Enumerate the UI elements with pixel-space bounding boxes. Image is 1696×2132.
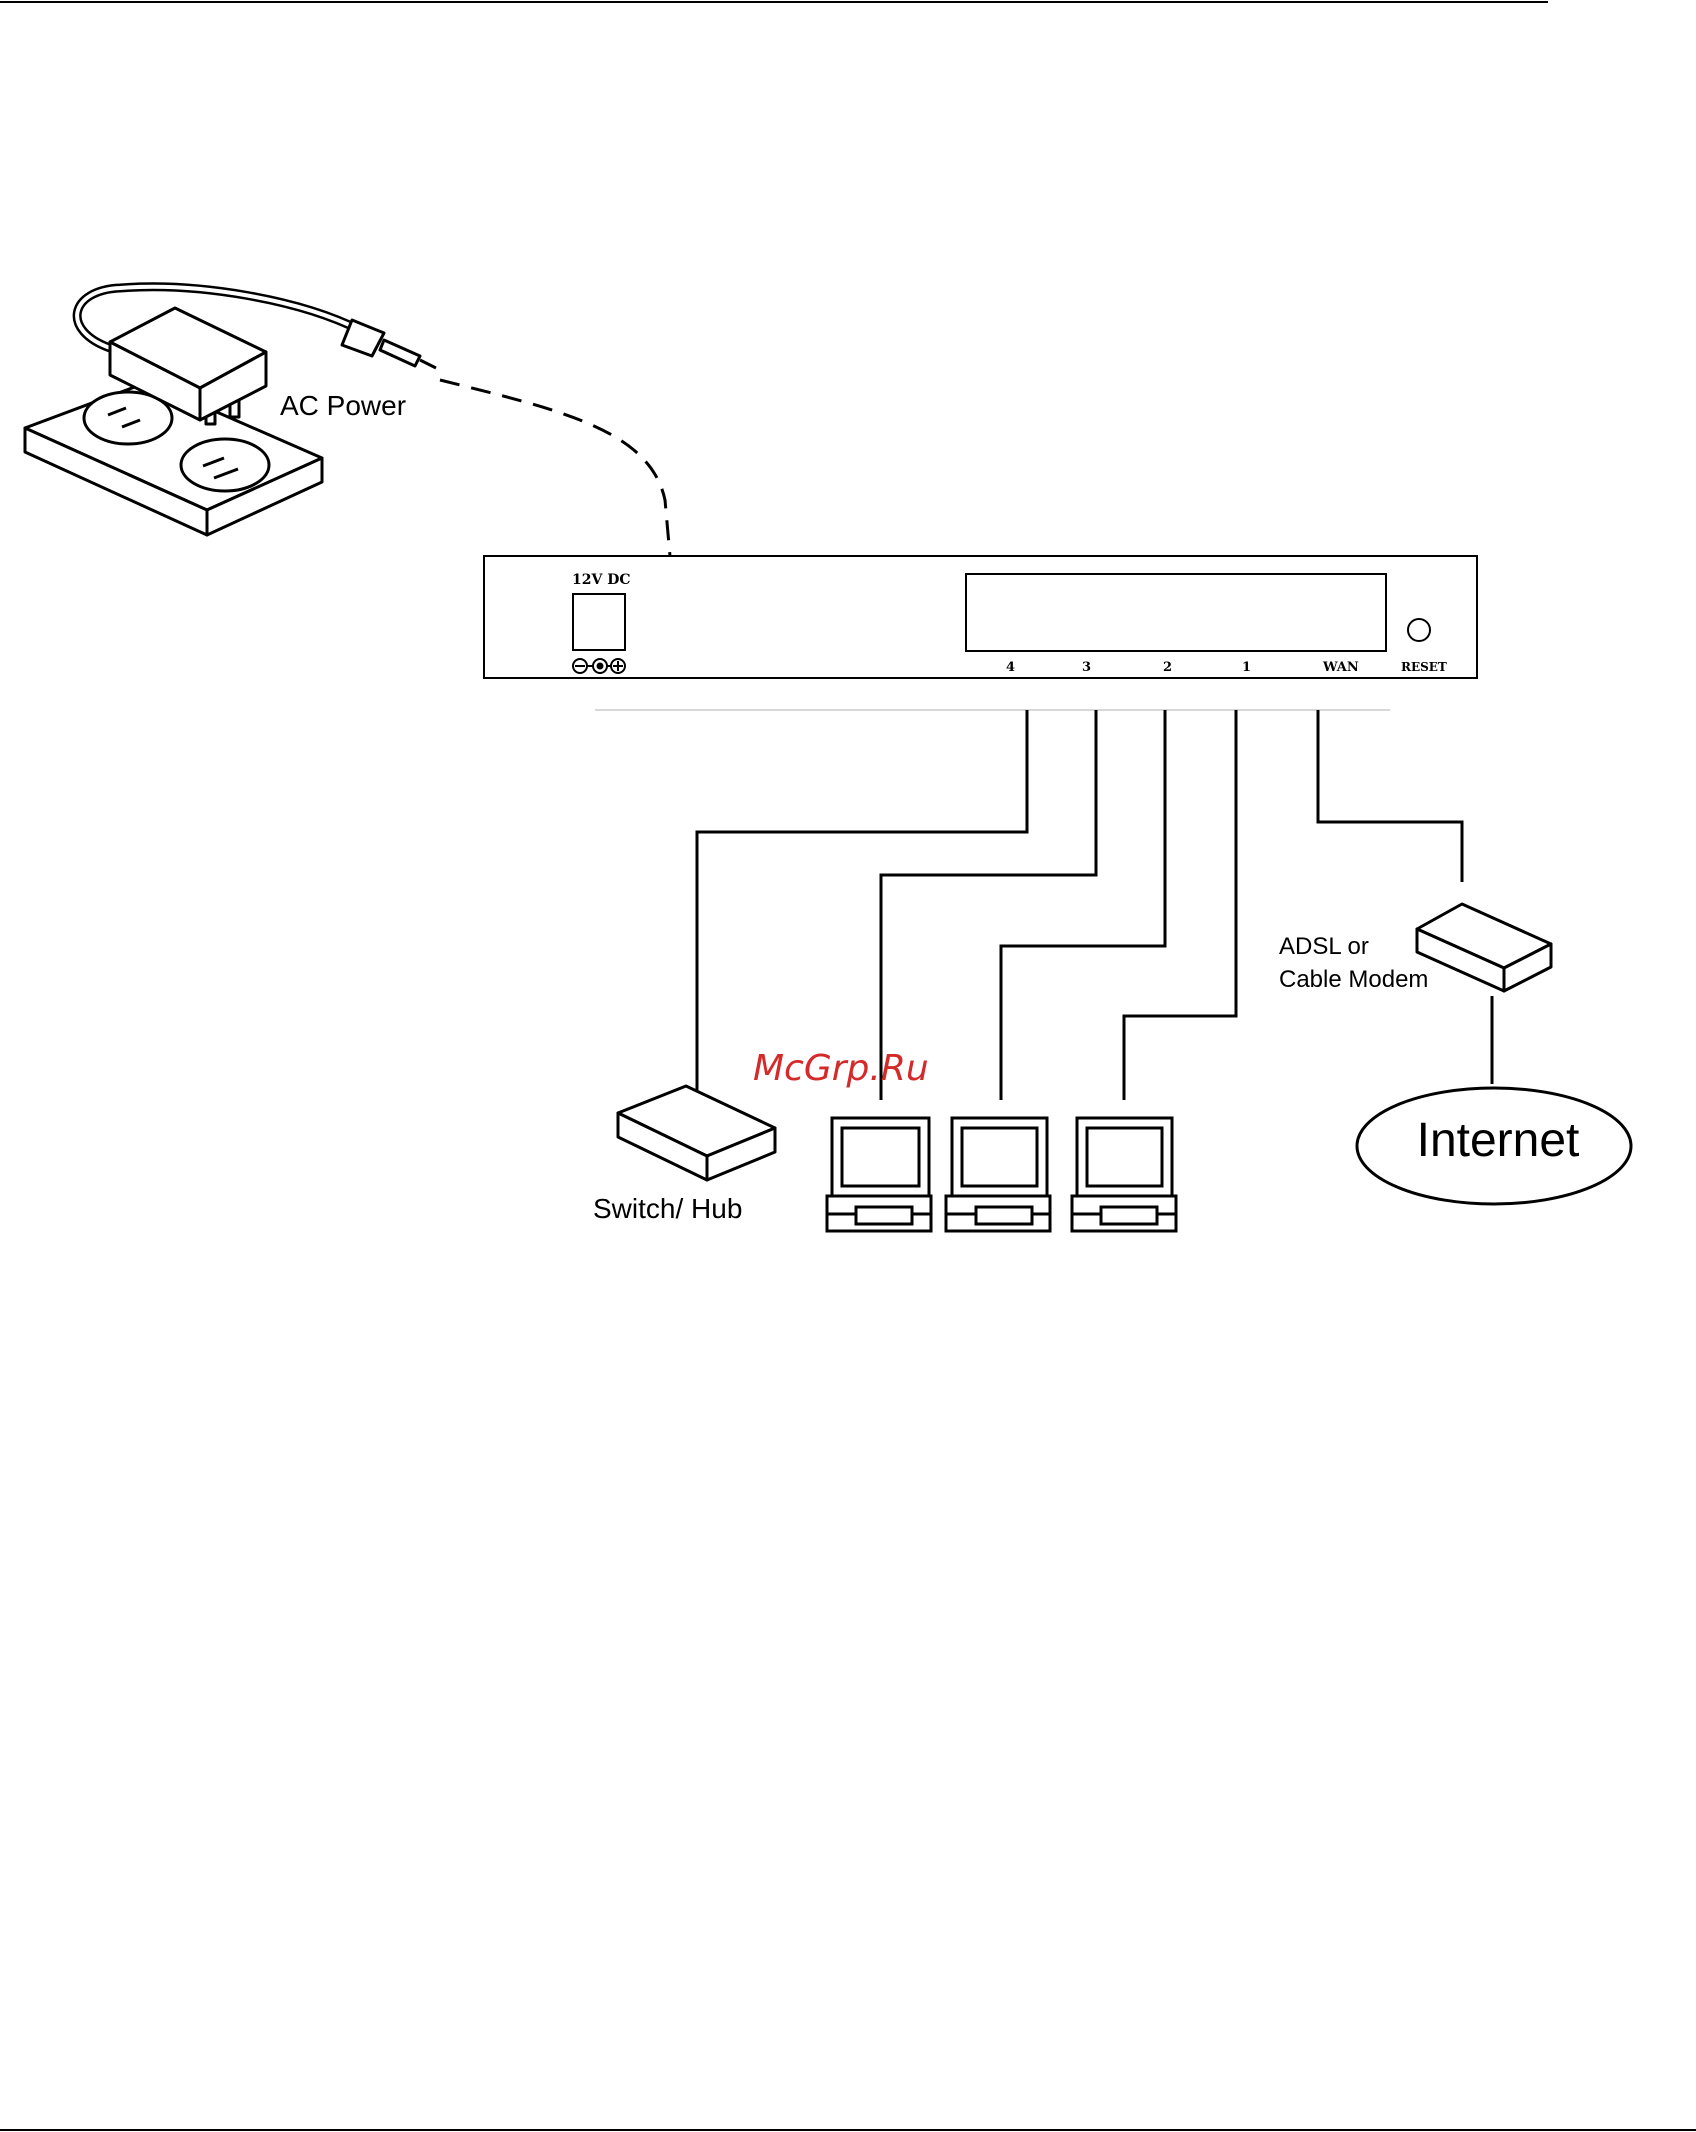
- computer-icon: [946, 1118, 1050, 1231]
- reset-label: RESET: [1401, 660, 1447, 674]
- watermark: McGrp.Ru: [753, 1048, 929, 1089]
- modem-icon: [1417, 904, 1551, 991]
- computer-icon: [1072, 1118, 1176, 1231]
- internet-label: Internet: [1417, 1114, 1580, 1167]
- port-3-label: 3: [1082, 660, 1091, 675]
- cable-port-4: [697, 710, 1027, 1090]
- modem-label-line1: ADSL or: [1279, 933, 1369, 960]
- power-lead: [440, 380, 670, 556]
- polarity-symbol-icon: [573, 659, 625, 673]
- cable-port-1: [1124, 710, 1236, 1100]
- computer-icon: [827, 1118, 931, 1231]
- reset-button-icon: [1408, 619, 1430, 641]
- port-bay: [966, 574, 1386, 651]
- cable-wan: [1318, 710, 1462, 882]
- switch-hub-icon: [618, 1086, 775, 1180]
- dc-jack-label: 12V DC: [572, 572, 631, 588]
- port-4-label: 4: [1006, 660, 1015, 675]
- dc-jack-port: [573, 594, 625, 650]
- wan-label: WAN: [1322, 660, 1359, 675]
- modem-label-line2: Cable Modem: [1279, 966, 1428, 993]
- port-2-label: 2: [1163, 660, 1172, 675]
- ac-power-label: AC Power: [280, 390, 406, 421]
- switch-hub-label: Switch/ Hub: [593, 1193, 742, 1224]
- ethernet-cables: [697, 710, 1492, 1100]
- port-1-label: 1: [1242, 660, 1251, 675]
- cable-port-3: [881, 710, 1096, 1100]
